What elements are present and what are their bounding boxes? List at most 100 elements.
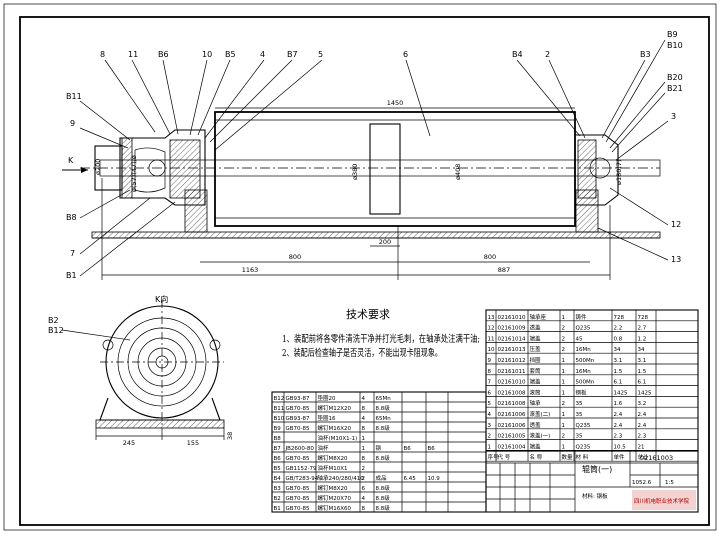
title-block-school: 四川机电职业技术学院 bbox=[634, 497, 690, 505]
table-cell: 02161008 bbox=[498, 390, 526, 396]
table-cell: 滚盖(二) bbox=[530, 410, 551, 418]
table-cell: 1 bbox=[562, 315, 566, 321]
table-cell: 材 料 bbox=[576, 453, 589, 461]
table-cell: 02161005 bbox=[498, 434, 526, 440]
table-cell: 8.8级 bbox=[376, 504, 391, 512]
table-cell: 4 bbox=[362, 396, 366, 402]
part-label: 3 bbox=[671, 112, 676, 121]
table-cell: 垫圈16 bbox=[318, 414, 336, 422]
part-label: 9 bbox=[70, 119, 75, 128]
technical-requirements: 技术要求 1、装配前将各零件清洗干净并打光毛刺，在轴承处注满干油; 2、装配后检… bbox=[282, 308, 480, 359]
table-cell: B9 bbox=[274, 426, 282, 432]
table-cell: B7 bbox=[274, 446, 282, 452]
table-cell: 螺钉M16X60 bbox=[318, 504, 352, 512]
table-cell: 02161014 bbox=[498, 336, 526, 342]
table-cell: 轴承240/280/410 bbox=[318, 474, 365, 482]
part-label: 7 bbox=[70, 249, 75, 258]
k-view: K向 B2 B12 245 155 38 bbox=[48, 294, 234, 447]
dim-drum-dia1: ø380 bbox=[351, 164, 359, 180]
part-label: B10 bbox=[667, 41, 683, 50]
left-housing bbox=[119, 129, 206, 206]
table-cell: B11 bbox=[274, 406, 285, 412]
table-cell: 8.8级 bbox=[376, 424, 391, 432]
table-cell: 1 bbox=[362, 446, 366, 452]
part-label: B9 bbox=[667, 30, 678, 39]
part-label: B21 bbox=[667, 84, 683, 93]
table-cell: 10.9 bbox=[428, 476, 441, 482]
table-cell: 8 bbox=[362, 506, 366, 512]
table-cell: 序号 bbox=[488, 453, 500, 461]
table-cell: 02161010 bbox=[498, 380, 526, 386]
dim-left-inner: ø(57)(47)/ø bbox=[130, 155, 138, 192]
table-cell: 35 bbox=[576, 412, 583, 418]
table-cell: 压盖 bbox=[530, 345, 542, 353]
table-cell: 34 bbox=[638, 347, 645, 353]
table-cell: B8 bbox=[274, 436, 282, 442]
part-label: B3 bbox=[640, 50, 651, 59]
part-label: B20 bbox=[667, 73, 683, 82]
dim-right-dia: ø180(7) bbox=[615, 159, 623, 185]
table-cell: 1 bbox=[562, 358, 566, 364]
table-cell: GB/T283-94 bbox=[286, 476, 319, 482]
table-cell: B2 bbox=[274, 496, 281, 502]
part-label: B6 bbox=[158, 50, 169, 59]
table-cell: 端盖 bbox=[530, 334, 542, 342]
table-cell: 4 bbox=[362, 416, 366, 422]
part-label: B11 bbox=[66, 92, 82, 101]
part-label: B4 bbox=[512, 50, 523, 59]
table-cell: 7 bbox=[488, 380, 492, 386]
table-cell: 2.3 bbox=[638, 434, 647, 440]
table-cell: 6.1 bbox=[614, 380, 623, 386]
part-label: 11 bbox=[128, 50, 138, 59]
title-block-note: 材料: 钢板 bbox=[582, 492, 608, 500]
table-cell: 3.1 bbox=[614, 358, 623, 364]
dim-left-dia: ø200 bbox=[94, 159, 102, 175]
table-cell: 16Mn bbox=[576, 347, 592, 353]
table-cell: 65Mn bbox=[376, 416, 392, 422]
dim-span-left: 800 bbox=[289, 253, 301, 261]
table-cell: 2 bbox=[488, 434, 492, 440]
table-cell: 34 bbox=[614, 347, 621, 353]
table-cell: GB93-87 bbox=[286, 416, 311, 422]
top-part-labels: 8 11 B6 10 B5 4 B7 5 6 B4 2 B3 B9 B10 bbox=[100, 30, 683, 59]
table-cell: GB93-87 bbox=[286, 396, 311, 402]
table-cell: 轴承座 bbox=[530, 313, 547, 321]
table-cell: 728 bbox=[638, 315, 649, 321]
table-cell: 1 bbox=[562, 423, 566, 429]
table-cell: 8.8级 bbox=[376, 404, 391, 412]
table-cell: 2.2 bbox=[614, 326, 623, 332]
k-view-title: K向 bbox=[155, 294, 168, 304]
table-cell: 1 bbox=[562, 444, 566, 450]
table-cell: B3 bbox=[274, 486, 282, 492]
dim-span-right: 800 bbox=[484, 253, 496, 261]
table-cell: 21 bbox=[638, 444, 645, 450]
k-dim-width1: 245 bbox=[123, 439, 135, 447]
table-cell: 4 bbox=[488, 412, 492, 418]
part-label: B7 bbox=[287, 50, 298, 59]
k-dim-width2: 155 bbox=[187, 439, 199, 447]
table-cell: 1.6 bbox=[614, 401, 623, 407]
table-cell: 油杯(M10X1-1) bbox=[318, 434, 358, 442]
table-cell: Q235 bbox=[576, 423, 591, 429]
table-cell: 11 bbox=[488, 336, 495, 342]
table-cell: 2.4 bbox=[638, 412, 647, 418]
table-cell: 螺钉M20X70 bbox=[318, 494, 352, 502]
table-cell: JB2600-80 bbox=[285, 446, 315, 452]
table-cell: 5 bbox=[488, 401, 492, 407]
part-label: B5 bbox=[225, 50, 236, 59]
dim-overall-top: 1450 bbox=[387, 99, 404, 107]
outer-border bbox=[3, 3, 717, 531]
table-cell: 2 bbox=[562, 326, 566, 332]
table-cell: 螺钉M8X20 bbox=[318, 484, 349, 492]
table-cell: 油杯M10X1 bbox=[318, 464, 348, 472]
table-cell: 02161006 bbox=[498, 412, 526, 418]
table-cell: 02161010 bbox=[498, 315, 526, 321]
table-cell: 端盖 bbox=[530, 378, 542, 386]
k-view-label: B12 bbox=[48, 326, 64, 335]
table-cell: 02161009 bbox=[498, 326, 526, 332]
table-cell: 2.4 bbox=[614, 423, 623, 429]
tech-line: 2、装配后检查轴子是否灵活，不能出现卡阻现象。 bbox=[282, 347, 442, 359]
table-cell: 2 bbox=[362, 476, 366, 482]
table-cell: GB70-85 bbox=[286, 406, 311, 412]
